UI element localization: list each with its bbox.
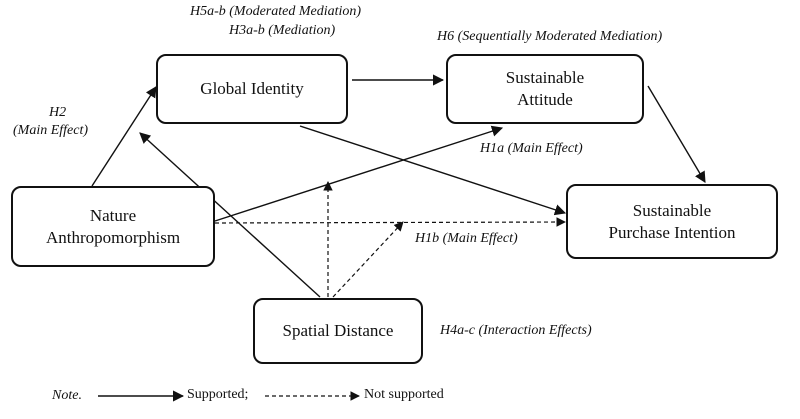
node-sustainable-attitude-line2: Attitude (517, 90, 573, 109)
label-h4: H4a-c (Interaction Effects) (440, 323, 592, 338)
node-spatial-distance: Spatial Distance (253, 298, 423, 364)
node-sustainable-attitude-line1: Sustainable (505, 68, 585, 87)
arrow-sa-to-spi (647, 85, 706, 183)
arrow-gi-to-spi (299, 125, 567, 216)
arrow-sd-to-h1b-dashed (332, 221, 404, 298)
node-sustainable-attitude: Sustainable Attitude (446, 54, 644, 124)
arrow-na-to-spi-dashed (214, 217, 566, 227)
node-global-identity: Global Identity (156, 54, 348, 124)
node-nature-anthropomorphism: Nature Anthropomorphism (11, 186, 215, 267)
node-global-identity-label: Global Identity (200, 79, 304, 98)
legend-not-supported: Not supported (364, 387, 444, 402)
node-nature-anthropomorphism-line2: Anthropomorphism (45, 227, 181, 247)
label-h6: H6 (Sequentially Moderated Mediation) (437, 29, 663, 44)
label-h1b: H1b (Main Effect) (415, 231, 518, 246)
arrow-na-to-gi (91, 86, 157, 187)
node-nature-anthropomorphism-line1: Nature (89, 205, 137, 225)
label-h3: H3a-b (Mediation) (229, 23, 336, 38)
legend-supported: Supported; (187, 387, 249, 402)
label-h2-line2: (Main Effect) (13, 123, 89, 138)
arrow-na-to-sa (214, 125, 504, 222)
node-spi-line1: Sustainable (632, 200, 712, 220)
label-h5: H5a-b (Moderated Mediation) (190, 4, 362, 19)
node-spatial-distance-label: Spatial Distance (282, 321, 394, 340)
label-h2-line1: H2 (49, 105, 67, 120)
legend-note: Note. (52, 388, 82, 403)
node-spi-line2: Purchase Intention (608, 222, 736, 242)
arrow-sd-to-gi (139, 132, 321, 298)
label-h1a: H1a (Main Effect) (480, 141, 583, 156)
node-sustainable-purchase-intention: Sustainable Purchase Intention (566, 184, 778, 259)
